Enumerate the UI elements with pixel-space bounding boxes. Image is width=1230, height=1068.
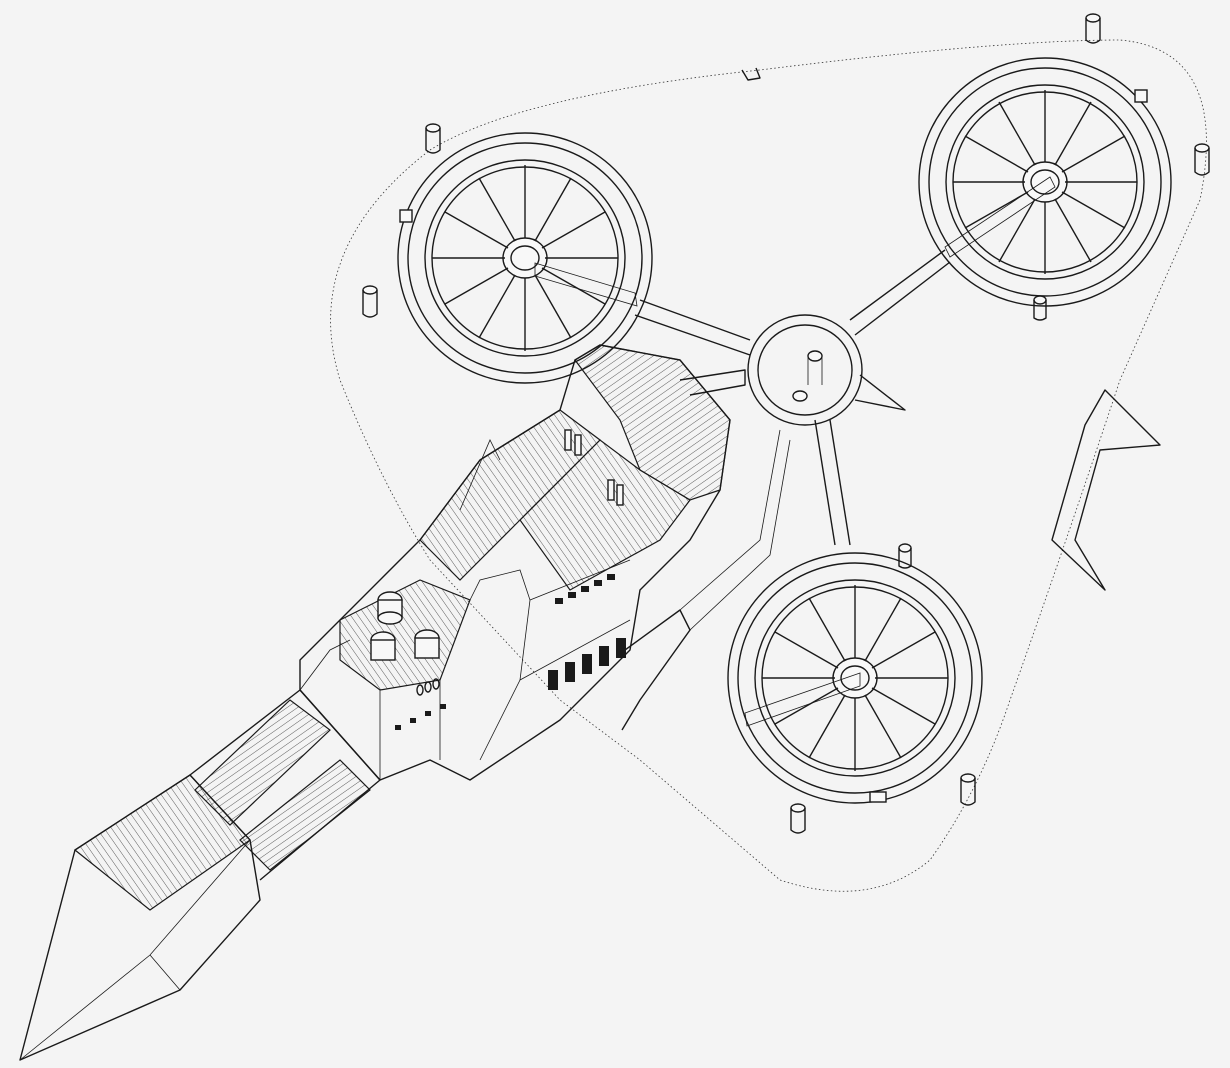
rotor-wheel-lower-right [727,552,983,804]
rotor-wheel-upper-right [918,57,1172,307]
chimney [574,434,582,456]
main-roof-b [519,439,691,591]
bollard [1033,295,1047,321]
main-building [19,344,791,1061]
walkways [634,249,951,546]
roof-tank [370,631,396,661]
roof-tank [414,629,440,659]
central-hub [747,314,906,426]
bollard [1194,143,1210,176]
service-box [399,209,413,223]
chimney [564,429,572,451]
bollard [1085,13,1101,44]
curved-roof [574,344,731,501]
roof-tank [377,591,403,625]
gate-marker [741,67,761,81]
bollard [425,123,441,154]
bollard [362,285,378,318]
wall-fragment [1051,389,1161,591]
chimney [616,484,624,506]
chimney [607,479,615,501]
stair-terrace [194,699,331,826]
bollard [960,773,976,806]
bollard [898,543,912,569]
rotor-wheel-upper-left [397,132,653,384]
service-box [1134,89,1148,103]
service-box [869,791,887,803]
bollard [790,803,806,834]
